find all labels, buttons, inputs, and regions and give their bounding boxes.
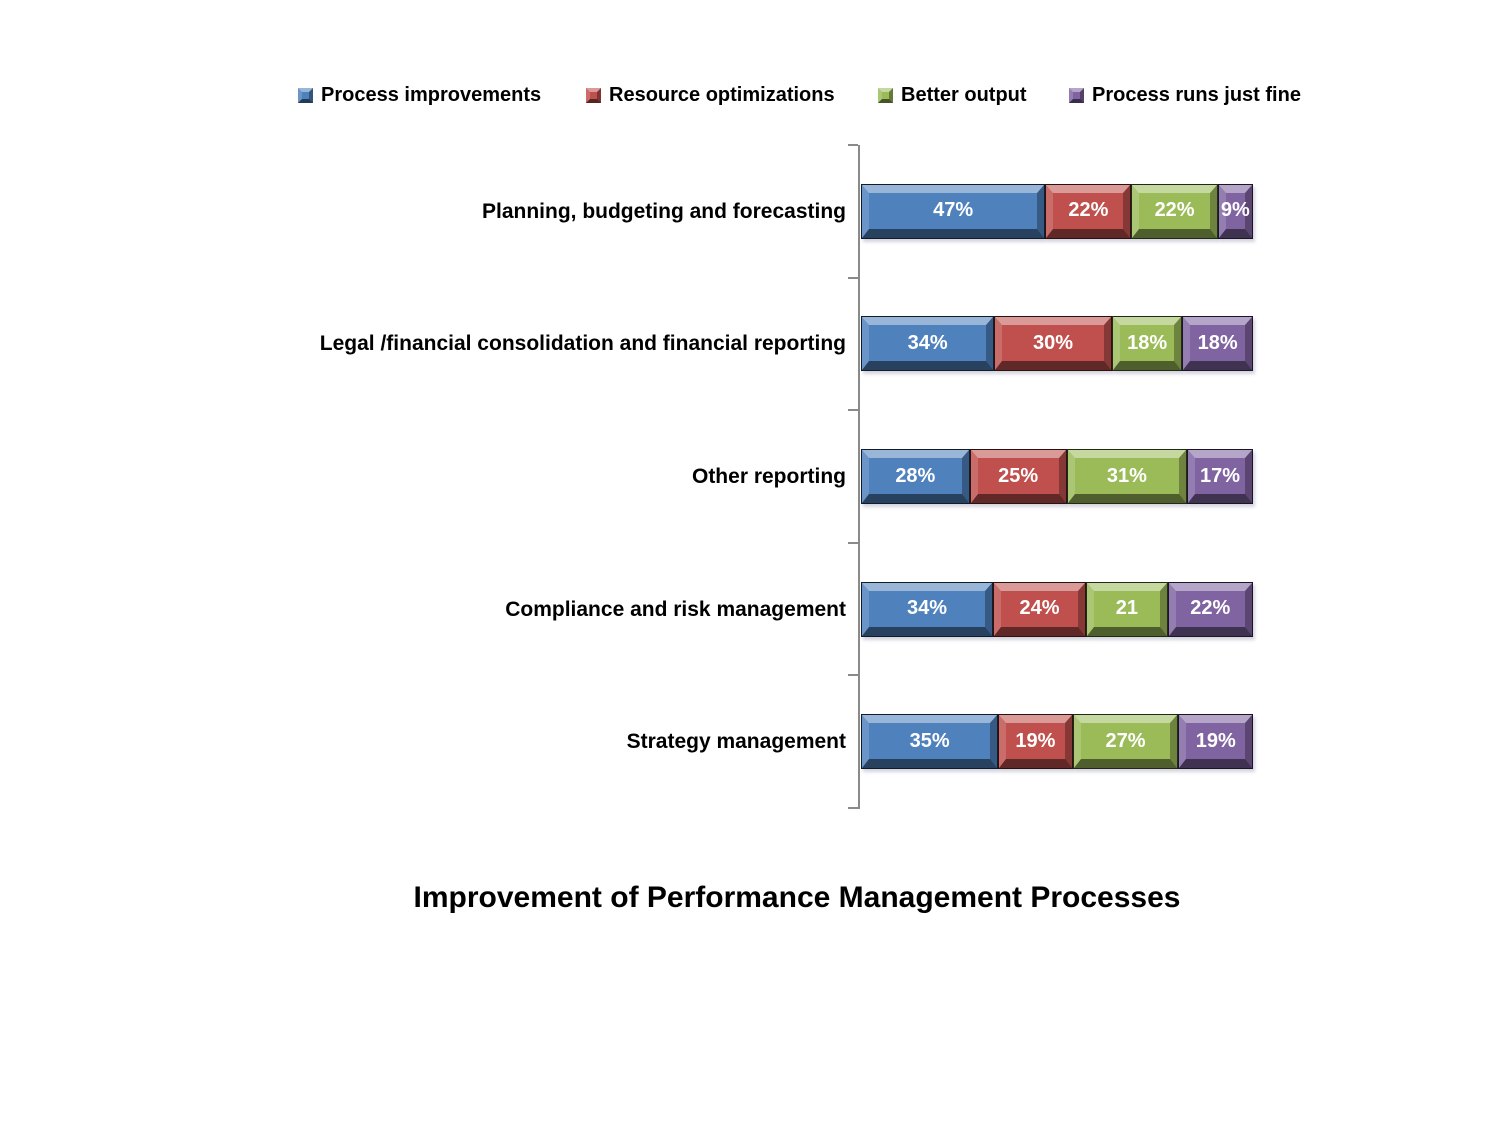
bar-segment-bevel xyxy=(1179,715,1252,769)
bar-segment-bevel xyxy=(1168,582,1252,636)
bar-segment: 24% xyxy=(992,581,1087,637)
legend-label: Process improvements xyxy=(321,83,542,106)
bar-segment-bevel xyxy=(1112,317,1182,371)
legend-swatch-icon xyxy=(878,87,893,103)
bar-segment: 22% xyxy=(1131,183,1218,239)
category-label: Strategy management xyxy=(626,730,846,754)
category-label: Legal /financial consolidation and finan… xyxy=(319,332,846,356)
bar-segment-bevel xyxy=(1046,184,1131,238)
bar-segment: 27% xyxy=(1072,714,1179,770)
legend-item: Process runs just fine xyxy=(1069,82,1301,108)
legend-swatch-icon xyxy=(1069,87,1084,103)
bar-segment: 9% xyxy=(1217,183,1253,239)
bar-segment: 21 xyxy=(1086,581,1168,637)
bar-row: 34% 30% 18% 18% xyxy=(861,316,1253,372)
legend-item: Process improvements xyxy=(298,82,541,108)
bar-segment-bevel xyxy=(1188,450,1252,503)
bar-segment: 22% xyxy=(1045,183,1132,239)
bar-value-label: 24% xyxy=(1019,597,1060,620)
bar-segment-bevel xyxy=(862,715,998,769)
bar-segment-bevel xyxy=(1218,184,1252,238)
bar-segment-bevel xyxy=(1073,715,1178,769)
chart-title: Improvement of Performance Management Pr… xyxy=(413,881,1181,914)
bar-segment: 35% xyxy=(861,714,999,770)
bar-row: 35% 19% 27% 19% xyxy=(861,714,1253,770)
bar-segment-bevel xyxy=(1132,184,1217,238)
bar-segment: 28% xyxy=(861,449,970,504)
axis-tick-mark xyxy=(848,409,858,411)
legend-item: Better output xyxy=(878,82,1027,108)
bar-segment-bevel xyxy=(1087,582,1167,636)
bar-value-label: 25% xyxy=(998,464,1039,487)
category-label: Planning, budgeting and forecasting xyxy=(481,199,846,223)
bar-value-label: 34% xyxy=(906,597,947,620)
bar-segment-bevel xyxy=(999,715,1072,769)
bar-value-label: 30% xyxy=(1033,331,1074,354)
bar-value-label: 21 xyxy=(1115,597,1138,620)
bar-value-label: 47% xyxy=(933,199,974,222)
bar-value-label: 28% xyxy=(895,464,936,487)
bar-segment: 22% xyxy=(1167,581,1253,637)
category-label: Compliance and risk management xyxy=(505,597,846,621)
bar-segment-bevel xyxy=(993,582,1086,636)
bar-segment: 34% xyxy=(861,581,993,637)
bar-segment: 47% xyxy=(861,183,1046,239)
bar-segment: 17% xyxy=(1187,449,1253,504)
bar-value-label: 22% xyxy=(1190,597,1231,620)
legend-label: Resource optimizations xyxy=(609,83,835,106)
axis-tick-mark xyxy=(848,674,858,676)
bar-segment: 18% xyxy=(1111,316,1183,372)
axis-tick-mark xyxy=(848,542,858,544)
bar-value-label: 19% xyxy=(1015,729,1056,752)
bar-row: 28% 25% 31% 17% xyxy=(861,449,1253,504)
legend-item: Resource optimizations xyxy=(586,82,835,108)
bar-value-label: 9% xyxy=(1220,199,1250,222)
bar-segment-bevel xyxy=(1067,450,1186,503)
axis-tick-mark xyxy=(848,277,858,279)
bar-segment-bevel xyxy=(995,317,1111,371)
bar-value-label: 17% xyxy=(1199,464,1240,487)
bar-segment: 25% xyxy=(969,449,1067,504)
legend-label: Process runs just fine xyxy=(1092,83,1301,106)
category-label: Other reporting xyxy=(691,464,846,488)
bar-segment-bevel xyxy=(862,184,1045,238)
bar-segment: 30% xyxy=(994,316,1112,372)
bar-segment-bevel xyxy=(1183,317,1252,371)
axis-tick-mark xyxy=(848,807,858,809)
bar-value-label: 18% xyxy=(1127,331,1168,354)
bar-value-label: 22% xyxy=(1068,199,1109,222)
axis-tick-mark xyxy=(848,144,858,146)
bar-segment: 18% xyxy=(1182,316,1253,372)
bar-row: 47% 22% 22% 9% xyxy=(861,183,1253,239)
bar-value-label: 19% xyxy=(1195,729,1236,752)
bar-row: 34% 24% 21 22% xyxy=(861,581,1253,637)
y-axis-line xyxy=(858,145,860,809)
legend-swatch-icon xyxy=(298,87,313,103)
bar-segment: 19% xyxy=(1178,714,1253,770)
bar-value-label: 35% xyxy=(909,729,950,752)
bar-value-label: 31% xyxy=(1106,464,1147,487)
legend-swatch-icon xyxy=(586,87,601,103)
bar-segment-bevel xyxy=(970,450,1066,503)
legend-label: Better output xyxy=(901,83,1027,106)
bar-segment: 34% xyxy=(861,316,995,372)
bar-segment-bevel xyxy=(862,450,969,503)
bar-value-label: 18% xyxy=(1197,331,1238,354)
bar-segment-bevel xyxy=(862,317,994,371)
bar-value-label: 34% xyxy=(907,331,948,354)
bar-value-label: 27% xyxy=(1105,729,1146,752)
bar-segment: 31% xyxy=(1066,449,1187,504)
bar-segment: 19% xyxy=(998,714,1073,770)
bar-value-label: 22% xyxy=(1154,199,1195,222)
bar-segment-bevel xyxy=(862,582,992,636)
